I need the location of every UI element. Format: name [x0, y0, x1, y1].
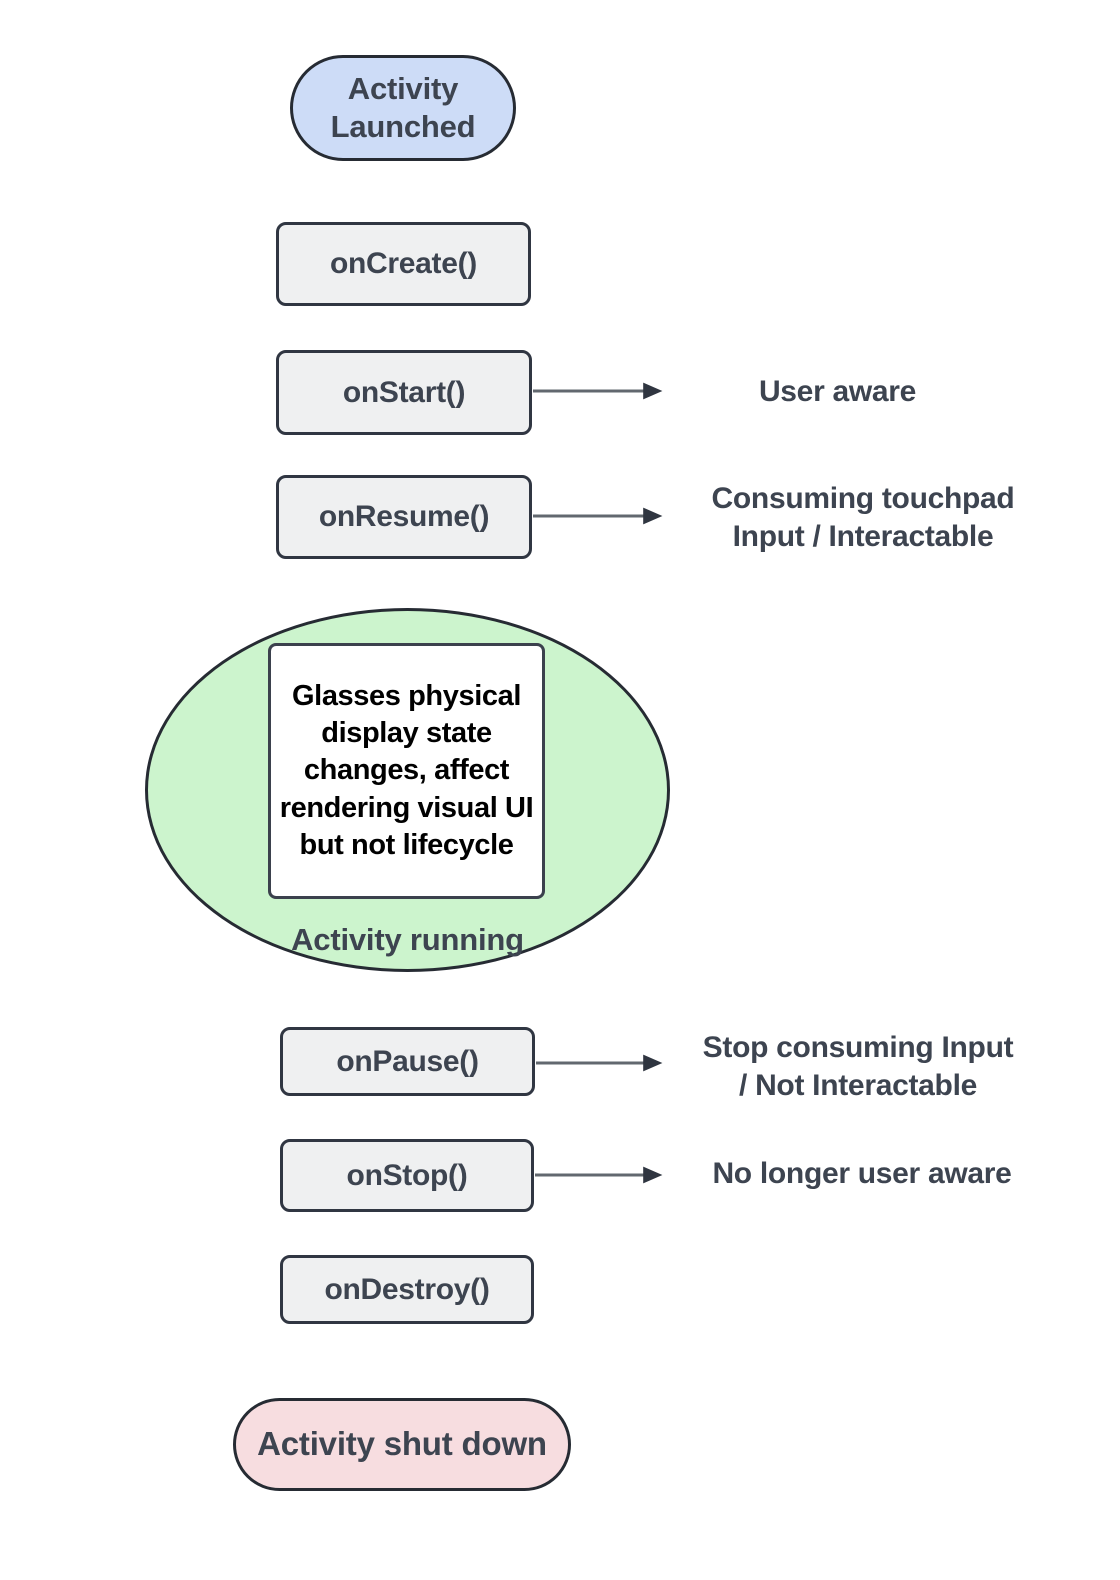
- node-activity-shut-down[interactable]: Activity shut down: [233, 1398, 571, 1491]
- note-glasses-display-state: Glasses physical display state changes, …: [268, 643, 545, 899]
- node-ondestroy[interactable]: onDestroy(): [280, 1255, 534, 1324]
- annotation-user-aware: User aware: [758, 375, 917, 408]
- activity-launched-line-2: Launched: [330, 109, 476, 144]
- annotation-consuming-input: Consuming touchpad Input / Interactable: [678, 480, 1048, 556]
- node-onpause[interactable]: onPause(): [280, 1027, 535, 1096]
- node-activity-launched[interactable]: Activity Launched: [290, 55, 516, 161]
- node-oncreate[interactable]: onCreate(): [276, 222, 531, 306]
- node-onresume[interactable]: onResume(): [276, 475, 532, 559]
- annotation-stop-consuming-input-line-2: / Not Interactable: [739, 1068, 977, 1102]
- annotation-consuming-input-line-1: Consuming touchpad: [711, 482, 1015, 515]
- annotation-no-longer-user-aware: No longer user aware: [712, 1157, 1012, 1190]
- activity-launched-line-1: Activity: [347, 71, 459, 107]
- annotation-stop-consuming-input-line-1: Stop consuming Input: [702, 1031, 1014, 1064]
- annotation-consuming-input-line-2: Input / Interactable: [732, 519, 994, 553]
- node-activity-running-label: Activity running: [291, 922, 524, 957]
- node-activity-launched-label: Activity Launched: [331, 70, 476, 146]
- annotation-stop-consuming-input: Stop consuming Input / Not Interactable: [673, 1029, 1043, 1105]
- node-onstart[interactable]: onStart(): [276, 350, 532, 435]
- node-onstop[interactable]: onStop(): [280, 1139, 534, 1212]
